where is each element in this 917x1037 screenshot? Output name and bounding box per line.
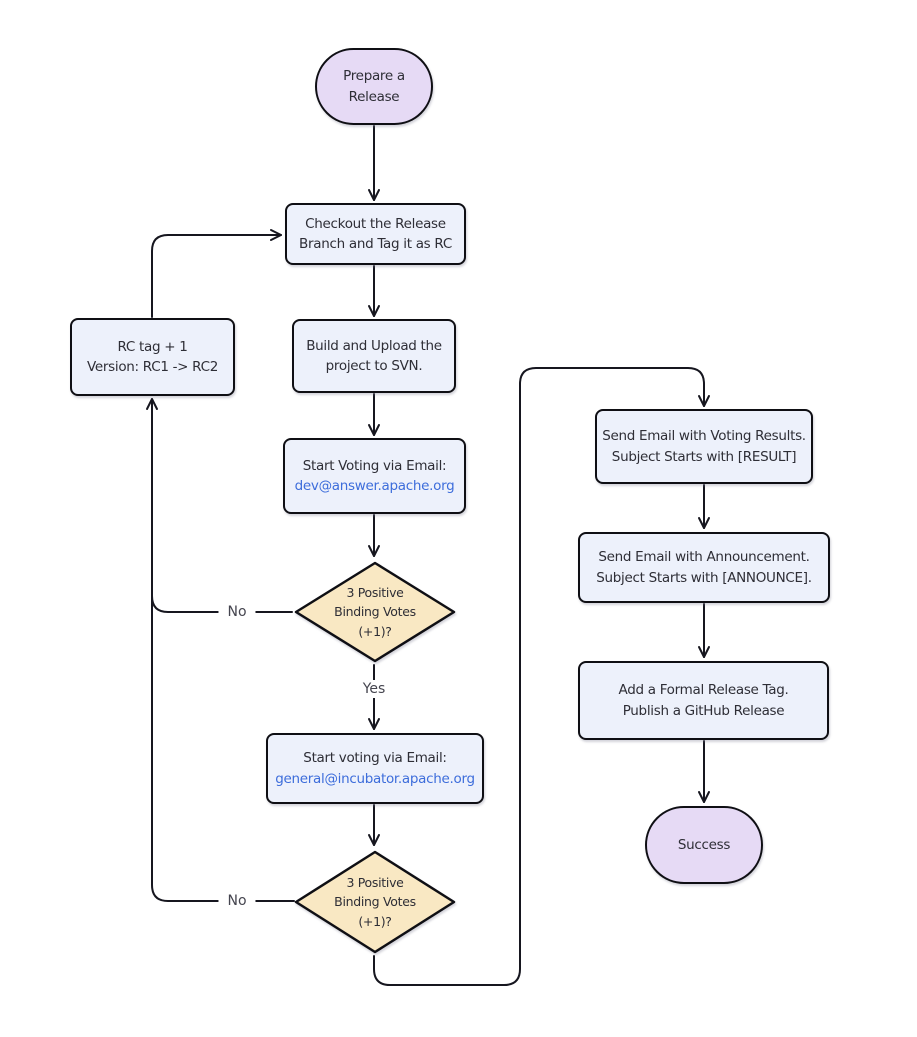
node-label: Prepare a Release <box>343 68 405 105</box>
node-prepare-release: Prepare a Release <box>315 48 433 125</box>
node-label: Start voting via Email: general@incubato… <box>275 748 475 789</box>
vote-text: Start voting via Email: <box>303 750 447 767</box>
vote-text: Start Voting via Email: <box>302 457 447 474</box>
dev-mailing-list-address: dev@answer.apache.org <box>294 478 455 494</box>
edge-decision-incubator-no <box>146 398 295 902</box>
node-vote-dev-list: Start Voting via Email: dev@answer.apach… <box>283 438 466 514</box>
node-success: Success <box>645 806 763 884</box>
edge-decision-incubator-yes <box>373 367 710 986</box>
node-label: Success <box>677 836 731 853</box>
edge-label-no-incubator: No <box>218 892 256 910</box>
edge-label-no-dev: No <box>218 603 256 621</box>
node-label: Add a Formal Release Tag. Publish a GitH… <box>618 682 789 719</box>
node-label: 3 Positive Binding Votes (+1)? <box>334 874 416 929</box>
node-build-upload-svn: Build and Upload the project to SVN. <box>292 319 456 393</box>
incubator-mailing-list-address: general@incubator.apache.org <box>275 770 475 787</box>
node-vote-incubator-list: Start voting via Email: general@incubato… <box>266 733 484 804</box>
node-decision-dev-votes: 3 Positive Binding Votes (+1)? <box>293 560 457 664</box>
node-label: Start Voting via Email: dev@answer.apach… <box>295 456 455 497</box>
node-rc-tag-increment: RC tag + 1 Version: RC1 -> RC2 <box>70 318 235 396</box>
node-label: Send Email with Announcement. Subject St… <box>596 549 812 586</box>
diamond-shape <box>294 850 456 954</box>
node-label: RC tag + 1 Version: RC1 -> RC2 <box>87 338 218 375</box>
node-decision-incubator-votes: 3 Positive Binding Votes (+1)? <box>293 849 457 955</box>
node-label: Checkout the Release Branch and Tag it a… <box>299 215 452 252</box>
node-send-result-email: Send Email with Voting Results. Subject … <box>595 409 813 484</box>
edge-label-yes-dev: Yes <box>353 680 395 698</box>
node-label: Build and Upload the project to SVN. <box>306 337 442 374</box>
node-checkout-branch: Checkout the Release Branch and Tag it a… <box>285 203 466 265</box>
node-send-announce-email: Send Email with Announcement. Subject St… <box>578 532 830 603</box>
diamond-shape <box>294 561 456 663</box>
node-github-release: Add a Formal Release Tag. Publish a GitH… <box>578 661 829 740</box>
node-label: 3 Positive Binding Votes (+1)? <box>334 584 416 639</box>
node-label: Send Email with Voting Results. Subject … <box>602 428 806 465</box>
edge-rc-tag-to-checkout <box>151 229 282 318</box>
